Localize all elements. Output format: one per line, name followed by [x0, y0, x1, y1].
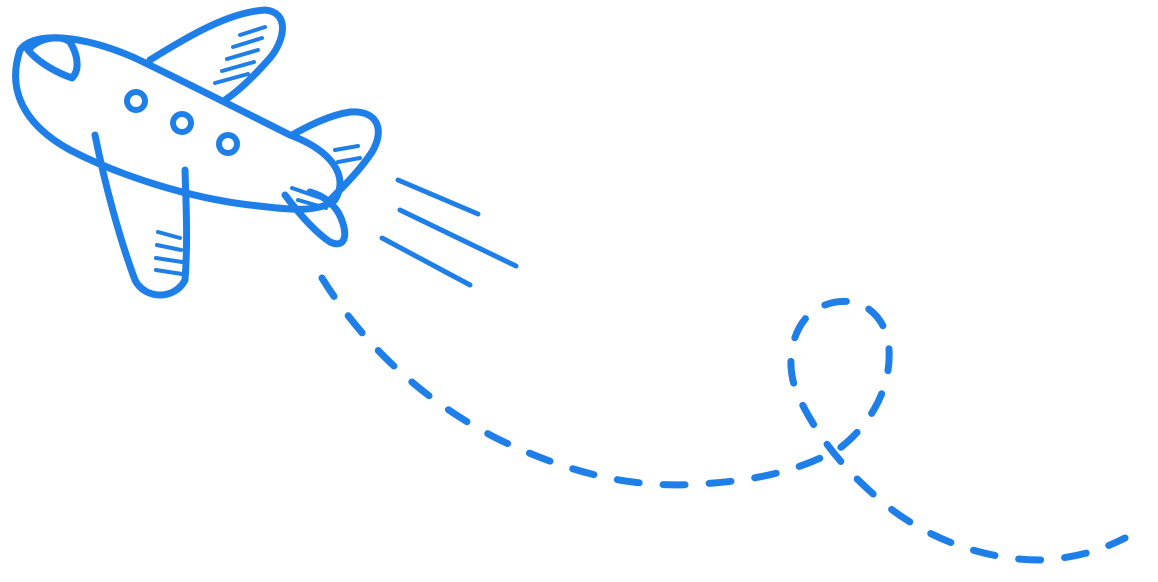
airplane-fuselage — [12, 34, 344, 213]
speed-line — [395, 177, 481, 217]
airplane-wing-ribs — [154, 25, 362, 276]
airplane-icon — [12, 6, 382, 299]
airplane-windows — [124, 89, 240, 156]
airplane-tail-fin — [288, 108, 382, 204]
speed-lines — [379, 177, 519, 288]
airplane-window — [216, 132, 240, 156]
airplane-bottom-wing — [91, 131, 191, 299]
flight-trail — [318, 274, 1129, 564]
airplane-window — [124, 89, 148, 113]
airplane-tail-stabilizer — [281, 188, 349, 248]
speed-line — [379, 235, 473, 288]
airplane-top-wing — [146, 6, 286, 104]
speed-line — [397, 207, 519, 269]
airplane-window — [170, 111, 194, 135]
airplane-cockpit-window — [24, 34, 81, 82]
flight-trail-path — [318, 274, 1129, 564]
